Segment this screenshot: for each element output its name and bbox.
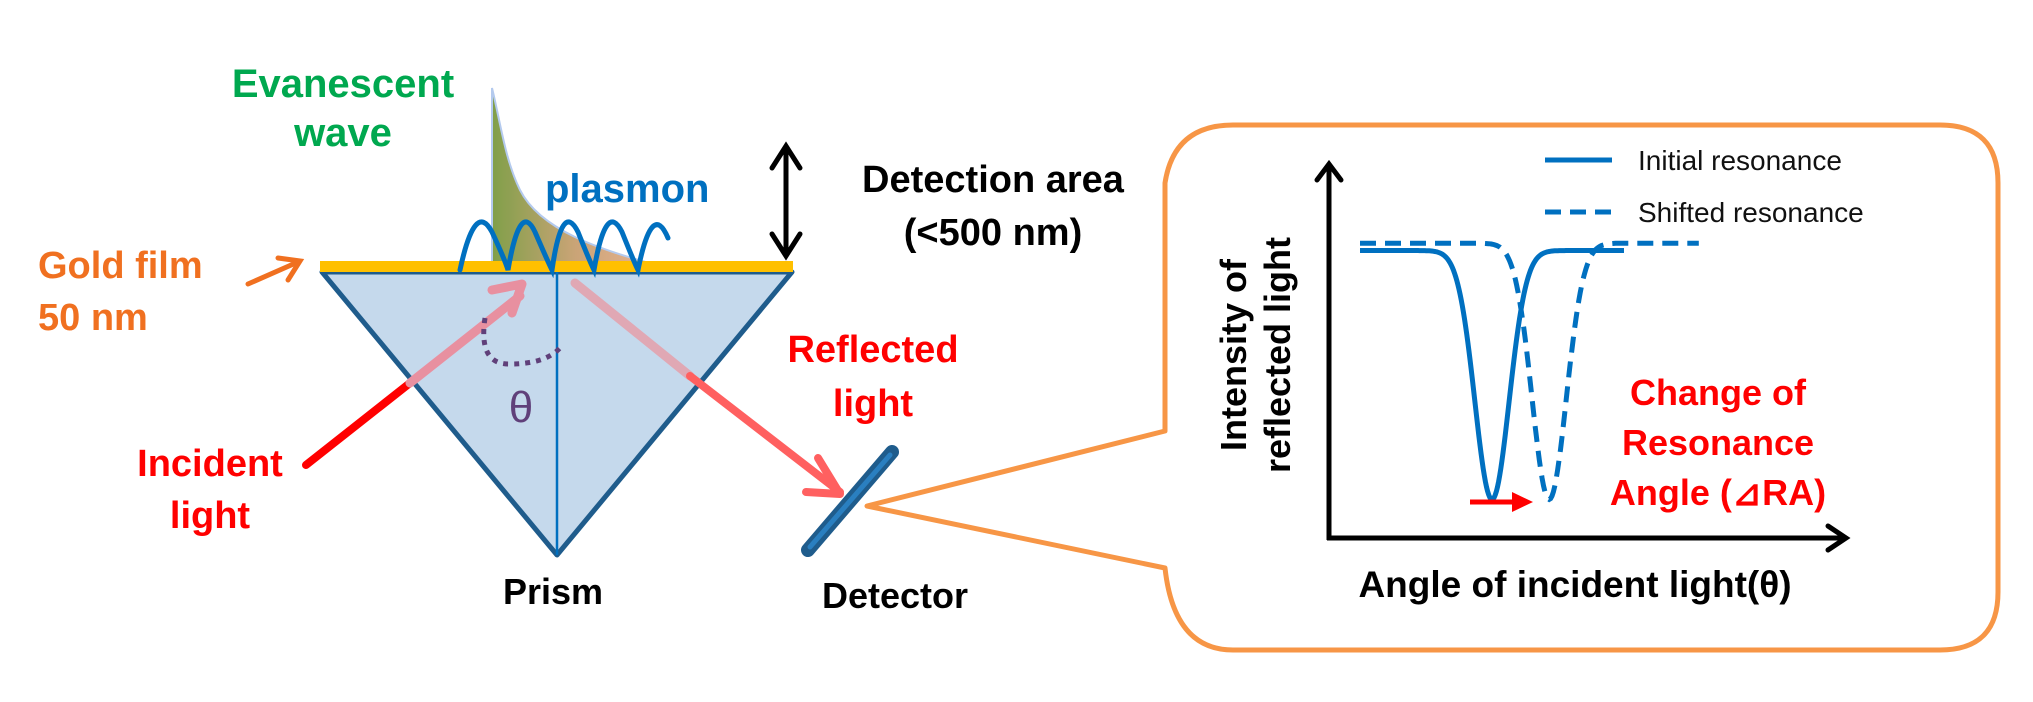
detection-area-label-line1: Detection area xyxy=(862,159,1125,201)
chart-series-group xyxy=(1360,240,1699,503)
annotation-line1: Change of xyxy=(1630,372,1807,413)
series-line-shifted-resonance xyxy=(1360,240,1699,503)
detector-label: Detector xyxy=(822,575,968,616)
legend-label-initial: Initial resonance xyxy=(1638,145,1842,176)
chart-y-label-line1: Intensity of xyxy=(1213,258,1254,451)
detection-area-label-line2: (<500 nm) xyxy=(904,212,1082,254)
plasmon-wave xyxy=(457,219,671,279)
incident-light-beam xyxy=(302,379,414,469)
reflected-light-beam-inside xyxy=(570,278,695,381)
series-line-initial-resonance xyxy=(1360,248,1624,503)
evanescent-label-line1: Evanescent xyxy=(232,62,454,106)
gold-film-pointer-arrow xyxy=(245,259,301,287)
chart-y-label-line2: reflected light xyxy=(1257,237,1298,473)
chart-y-axis-arrow xyxy=(1314,159,1344,183)
prism-label: Prism xyxy=(503,571,603,612)
callout-box xyxy=(864,122,2001,653)
gold-pointer-head xyxy=(275,255,305,283)
gold-film xyxy=(320,261,793,272)
incident-light-label-line2: light xyxy=(170,495,251,537)
incident-light-beam-inside xyxy=(405,291,525,388)
gold-film-label-line1: Gold film xyxy=(38,245,203,287)
detector-highlight xyxy=(807,452,893,550)
gold-film-label-line2: 50 nm xyxy=(38,297,148,339)
shift-arrow-head xyxy=(1512,492,1533,512)
theta-label: θ xyxy=(509,383,533,432)
angle-arc xyxy=(481,317,562,367)
legend-label-shifted: Shifted resonance xyxy=(1638,197,1864,228)
reflected-light-beam xyxy=(686,372,844,496)
reflected-light-label-line2: light xyxy=(833,383,914,425)
annotation-line3: Angle (⊿RA) xyxy=(1610,472,1826,513)
evanescent-label-line2: wave xyxy=(293,111,392,155)
chart-x-axis-arrow xyxy=(1825,523,1851,553)
chart-x-label: Angle of incident light(θ) xyxy=(1358,564,1791,605)
incident-arrow-head xyxy=(487,279,527,318)
reflected-arrow-head xyxy=(802,454,844,498)
detection-arrow-head-bottom xyxy=(769,231,803,261)
annotation-line2: Resonance xyxy=(1622,422,1814,463)
detection-arrow-head-top xyxy=(769,141,803,171)
plasmon-label: plasmon xyxy=(545,167,709,211)
incident-light-label-line1: Incident xyxy=(137,443,283,485)
reflected-light-label-line1: Reflected xyxy=(787,329,958,371)
